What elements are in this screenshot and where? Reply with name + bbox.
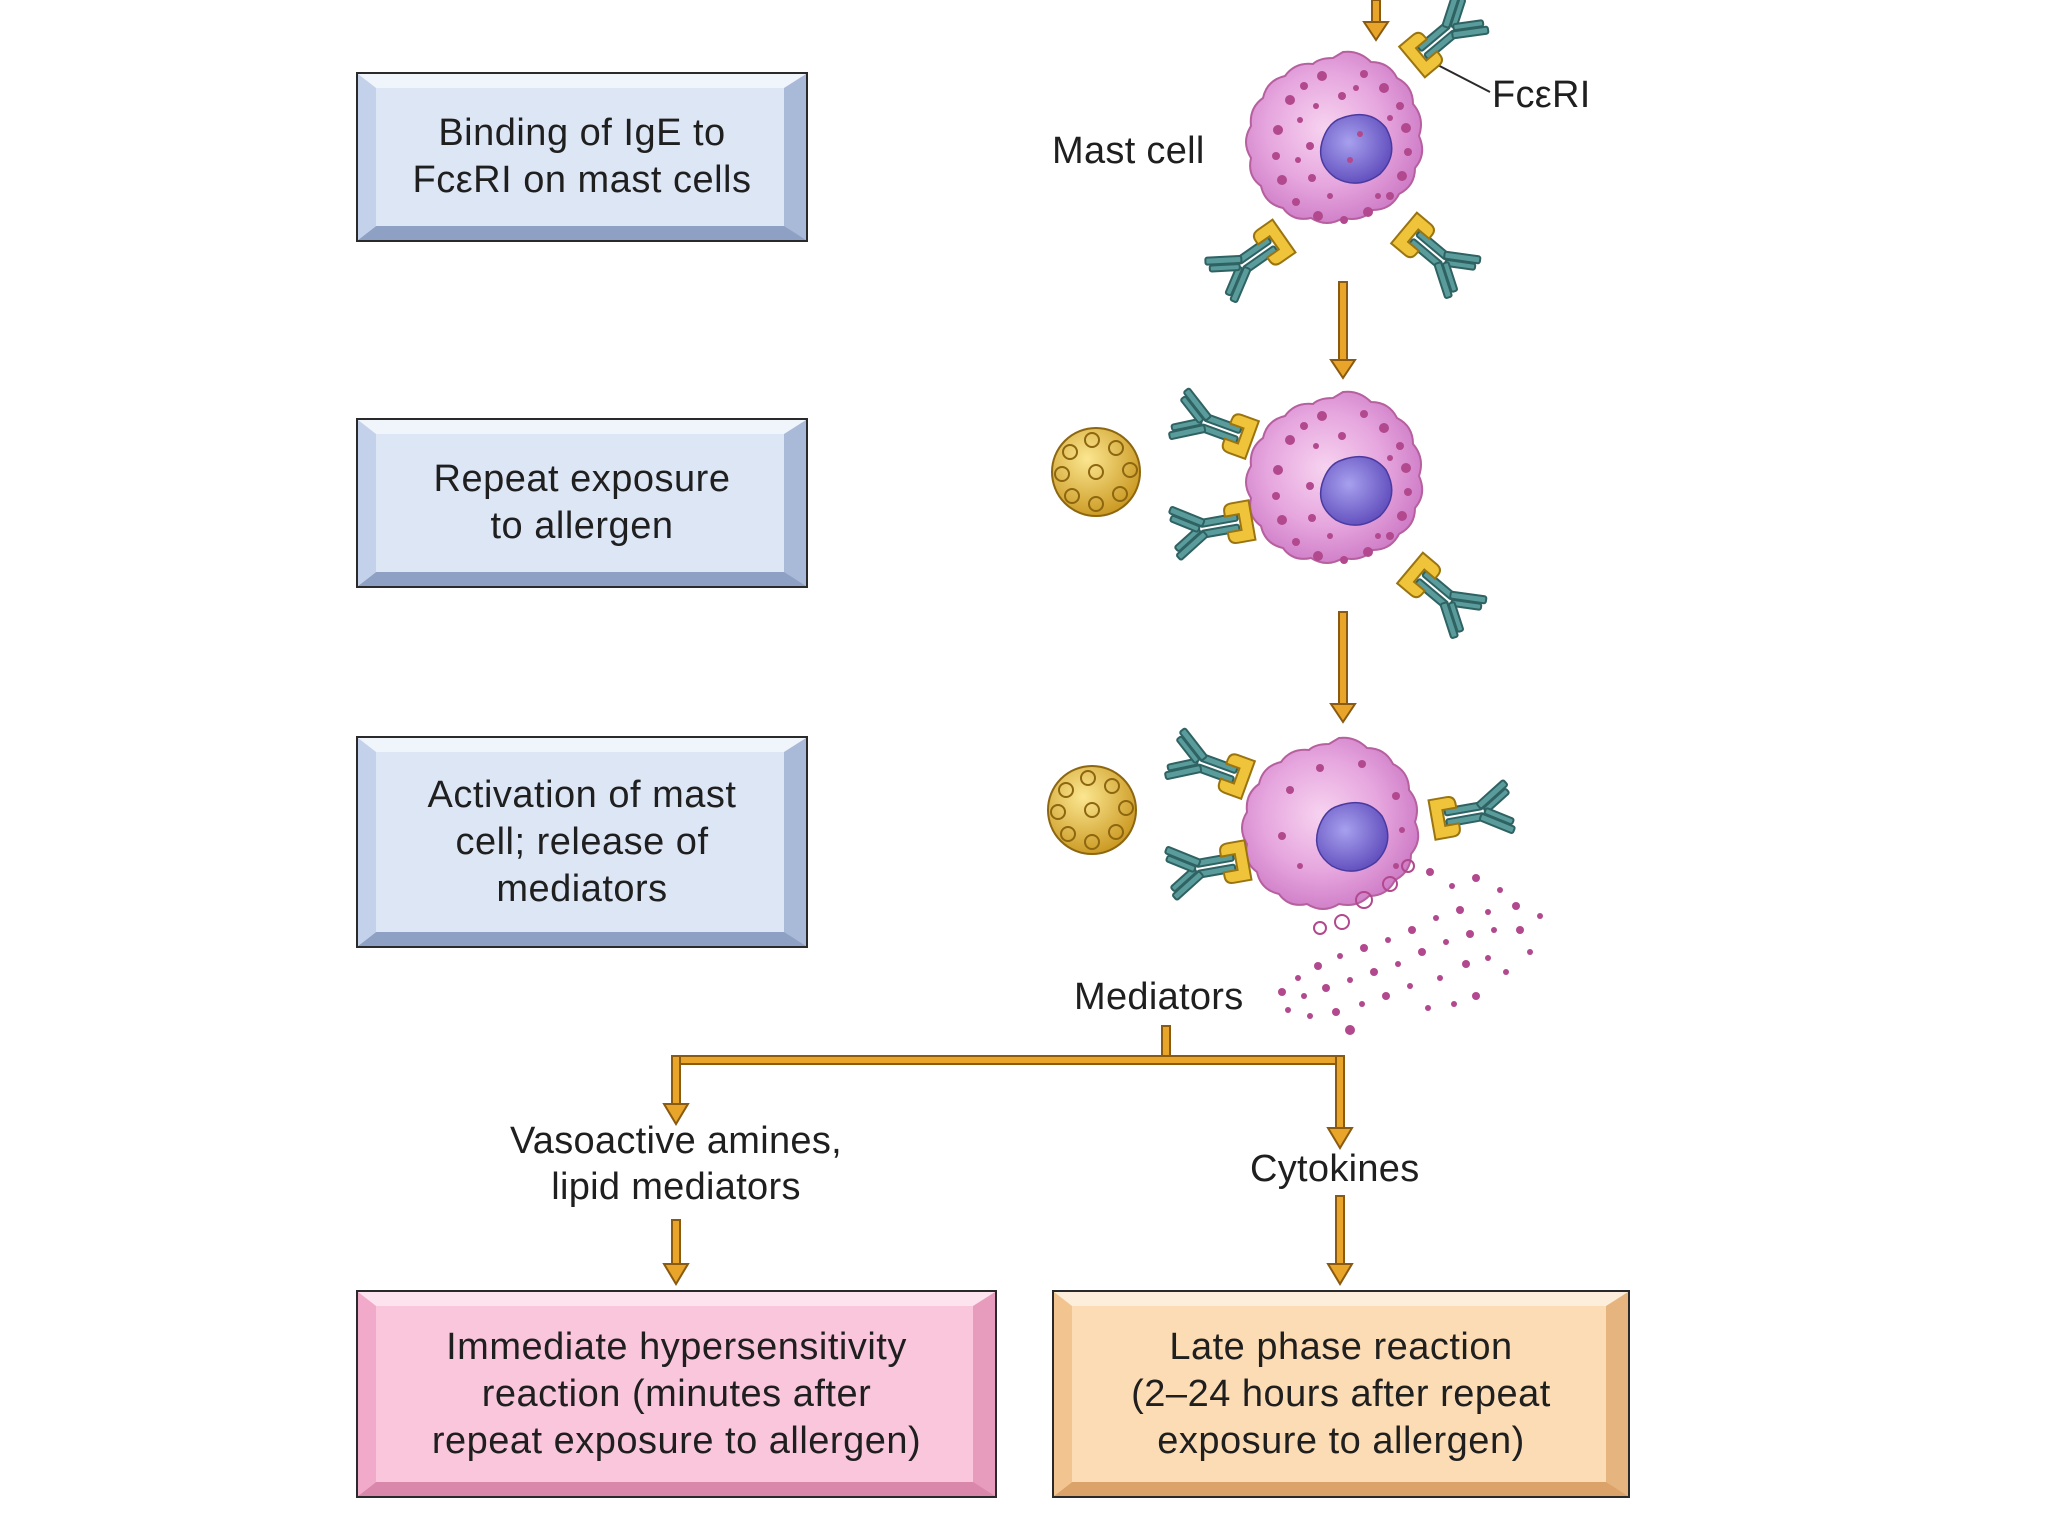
fceri-label: FcεRI	[1492, 74, 1591, 116]
step-binding-box: Binding of IgE to FcεRI on mast cells	[356, 72, 808, 242]
outcome-immediate-box: Immediate hypersensitivity reaction (min…	[356, 1290, 997, 1498]
outcome-late-text: Late phase reaction (2–24 hours after re…	[1131, 1325, 1551, 1462]
released-mediators-granules	[1278, 868, 1543, 1035]
mast-cell-2	[1051, 387, 1490, 641]
step-binding-text: Binding of IgE to FcεRI on mast cells	[412, 112, 752, 201]
cytokines-label: Cytokines	[1250, 1148, 1420, 1190]
step-repeat-exposure-box: Repeat exposure to allergen	[356, 418, 808, 588]
mediators-label: Mediators	[1074, 976, 1244, 1018]
allergen-1	[1051, 427, 1141, 517]
mast-cell-1	[1202, 0, 1492, 305]
step-repeat-exposure-text: Repeat exposure to allergen	[433, 458, 731, 547]
vasoactive-amines-label: Vasoactive amines, lipid mediators	[509, 1120, 843, 1208]
mast-cell-3-degranulating	[1047, 727, 1543, 1035]
outcome-immediate-text: Immediate hypersensitivity reaction (min…	[431, 1325, 922, 1462]
step-activation-box: Activation of mast cell; release of medi…	[356, 736, 808, 948]
mast-cell-label: Mast cell	[1052, 130, 1205, 172]
outcome-late-box: Late phase reaction (2–24 hours after re…	[1052, 1290, 1630, 1498]
step-activation-text: Activation of mast cell; release of medi…	[427, 773, 737, 910]
allergen-2	[1047, 765, 1137, 855]
